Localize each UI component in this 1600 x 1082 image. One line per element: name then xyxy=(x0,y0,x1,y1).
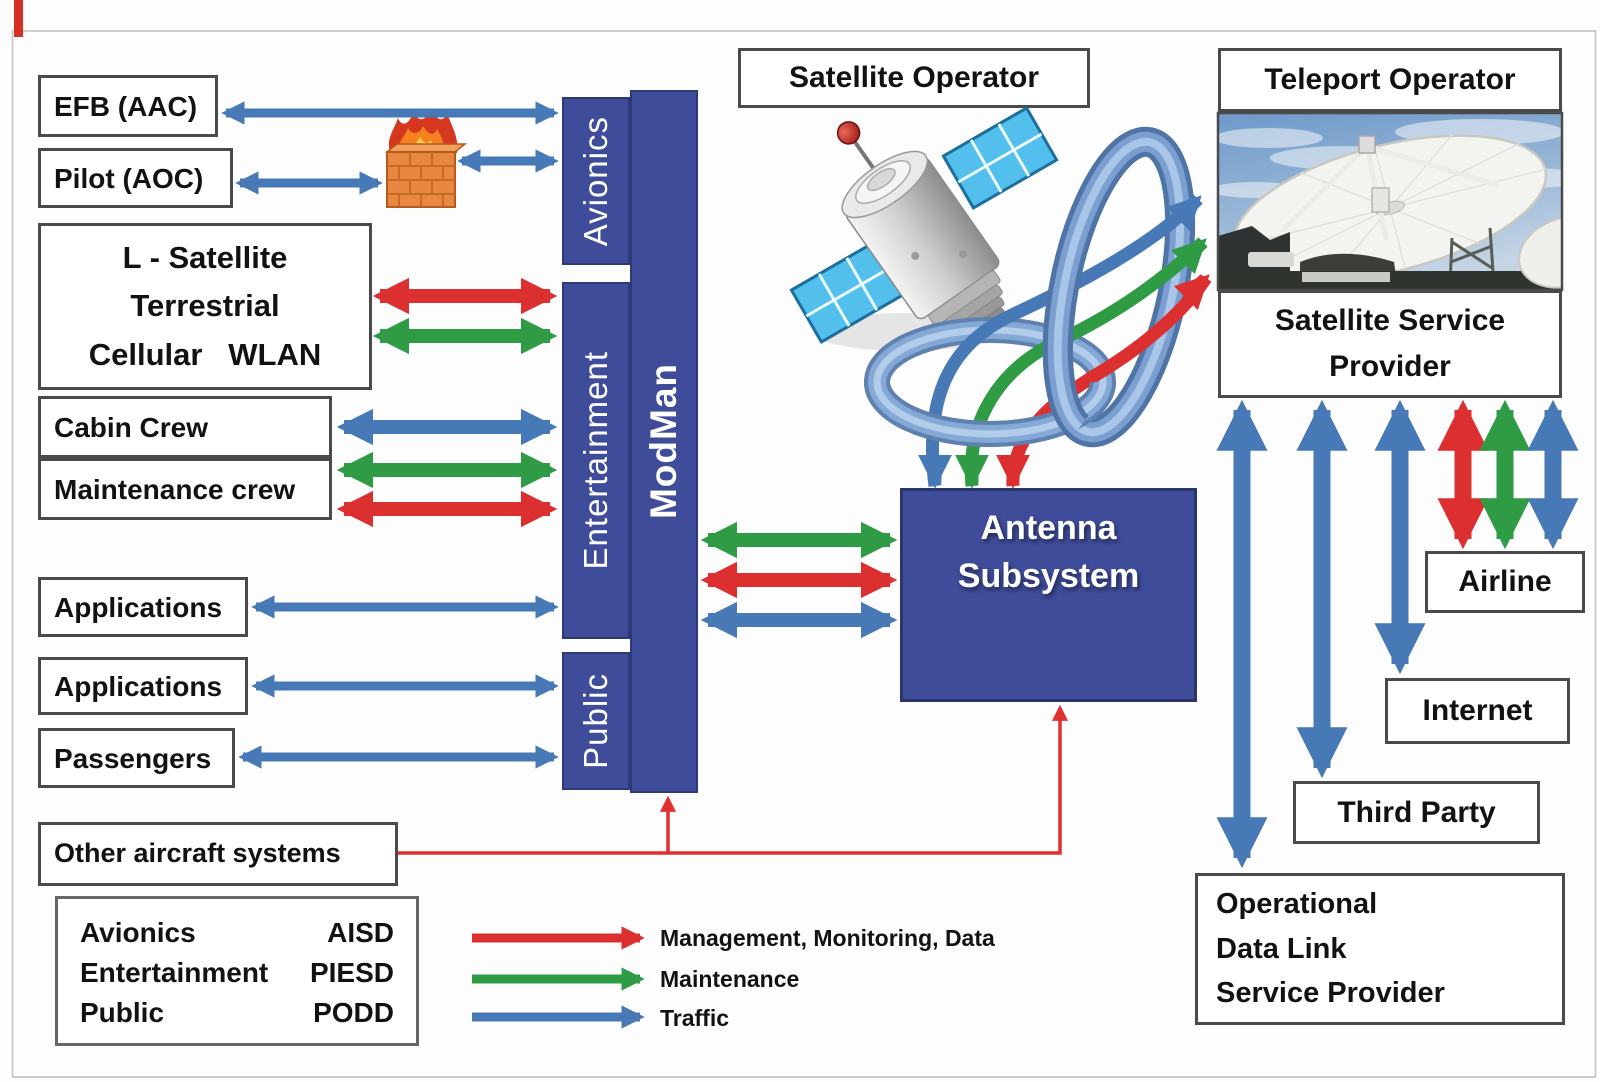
node-cabin-crew: Cabin Crew xyxy=(38,396,332,458)
legend-row: Entertainment PIESD xyxy=(80,957,394,989)
node-link-bearers: L - Satellite Terrestrial Cellular WLAN xyxy=(38,223,372,390)
node-efb: EFB (AAC) xyxy=(38,75,218,137)
node-applications-2: Applications xyxy=(38,657,248,715)
legend-code: AISD xyxy=(327,917,394,948)
node-antenna-subsystem: Antenna Subsystem xyxy=(900,488,1197,702)
satellite-icon xyxy=(789,105,1059,351)
legend-term: Public xyxy=(80,997,165,1028)
legend-row: Public PODD xyxy=(80,997,394,1029)
legend-code: PIESD xyxy=(309,957,394,988)
solar-panel-icon xyxy=(789,105,1059,345)
legend-label-maintenance: Maintenance xyxy=(660,966,800,992)
satellite-link-arrows xyxy=(918,194,1212,489)
legend-row: Avionics AISD xyxy=(80,917,394,949)
management-lines xyxy=(398,704,1069,855)
bar-public-label: Public xyxy=(577,673,614,769)
firewall-icon xyxy=(384,108,468,208)
node-other-aircraft-systems: Other aircraft systems xyxy=(38,822,398,886)
bar-entertainment-label: Entertainment xyxy=(577,351,614,570)
node-teleport-operator: Teleport Operator xyxy=(1218,48,1562,112)
node-third-party: Third Party xyxy=(1293,781,1540,844)
legend-arrows xyxy=(472,926,645,1029)
node-pilot: Pilot (AOC) xyxy=(38,148,233,208)
bar-avionics: Avionics xyxy=(562,97,630,265)
node-internet: Internet xyxy=(1385,678,1570,744)
orbit-ring-icon xyxy=(864,126,1196,448)
bar-modman-label: ModMan xyxy=(643,363,684,520)
bar-avionics-label: Avionics xyxy=(577,115,614,247)
page-edge-mark xyxy=(14,0,23,37)
node-odlsp: Operational Data Link Service Provider xyxy=(1195,873,1565,1025)
satellite-dish-photo xyxy=(1218,113,1562,290)
node-airline: Airline xyxy=(1425,551,1585,613)
bar-entertainment: Entertainment xyxy=(562,282,630,639)
legend-label-management: Management, Monitoring, Data xyxy=(660,925,995,951)
acronym-legend: Avionics AISD Entertainment PIESD Public PO… xyxy=(55,896,419,1046)
legend-code: PODD xyxy=(313,997,394,1028)
node-maintenance-crew: Maintenance crew xyxy=(38,458,332,520)
node-satellite-service-provider: Satellite Service Provider xyxy=(1218,290,1562,398)
bar-modman: ModMan xyxy=(630,90,698,793)
node-passengers: Passengers xyxy=(38,728,235,788)
bar-public: Public xyxy=(562,652,630,790)
node-applications-1: Applications xyxy=(38,577,248,637)
legend-label-traffic: Traffic xyxy=(660,1005,730,1031)
node-satellite-operator: Satellite Operator xyxy=(738,48,1090,108)
legend-term: Entertainment xyxy=(80,957,269,988)
photo-border xyxy=(1216,111,1564,292)
orbit-ring-front xyxy=(864,134,1139,447)
legend-term: Avionics xyxy=(80,917,196,948)
